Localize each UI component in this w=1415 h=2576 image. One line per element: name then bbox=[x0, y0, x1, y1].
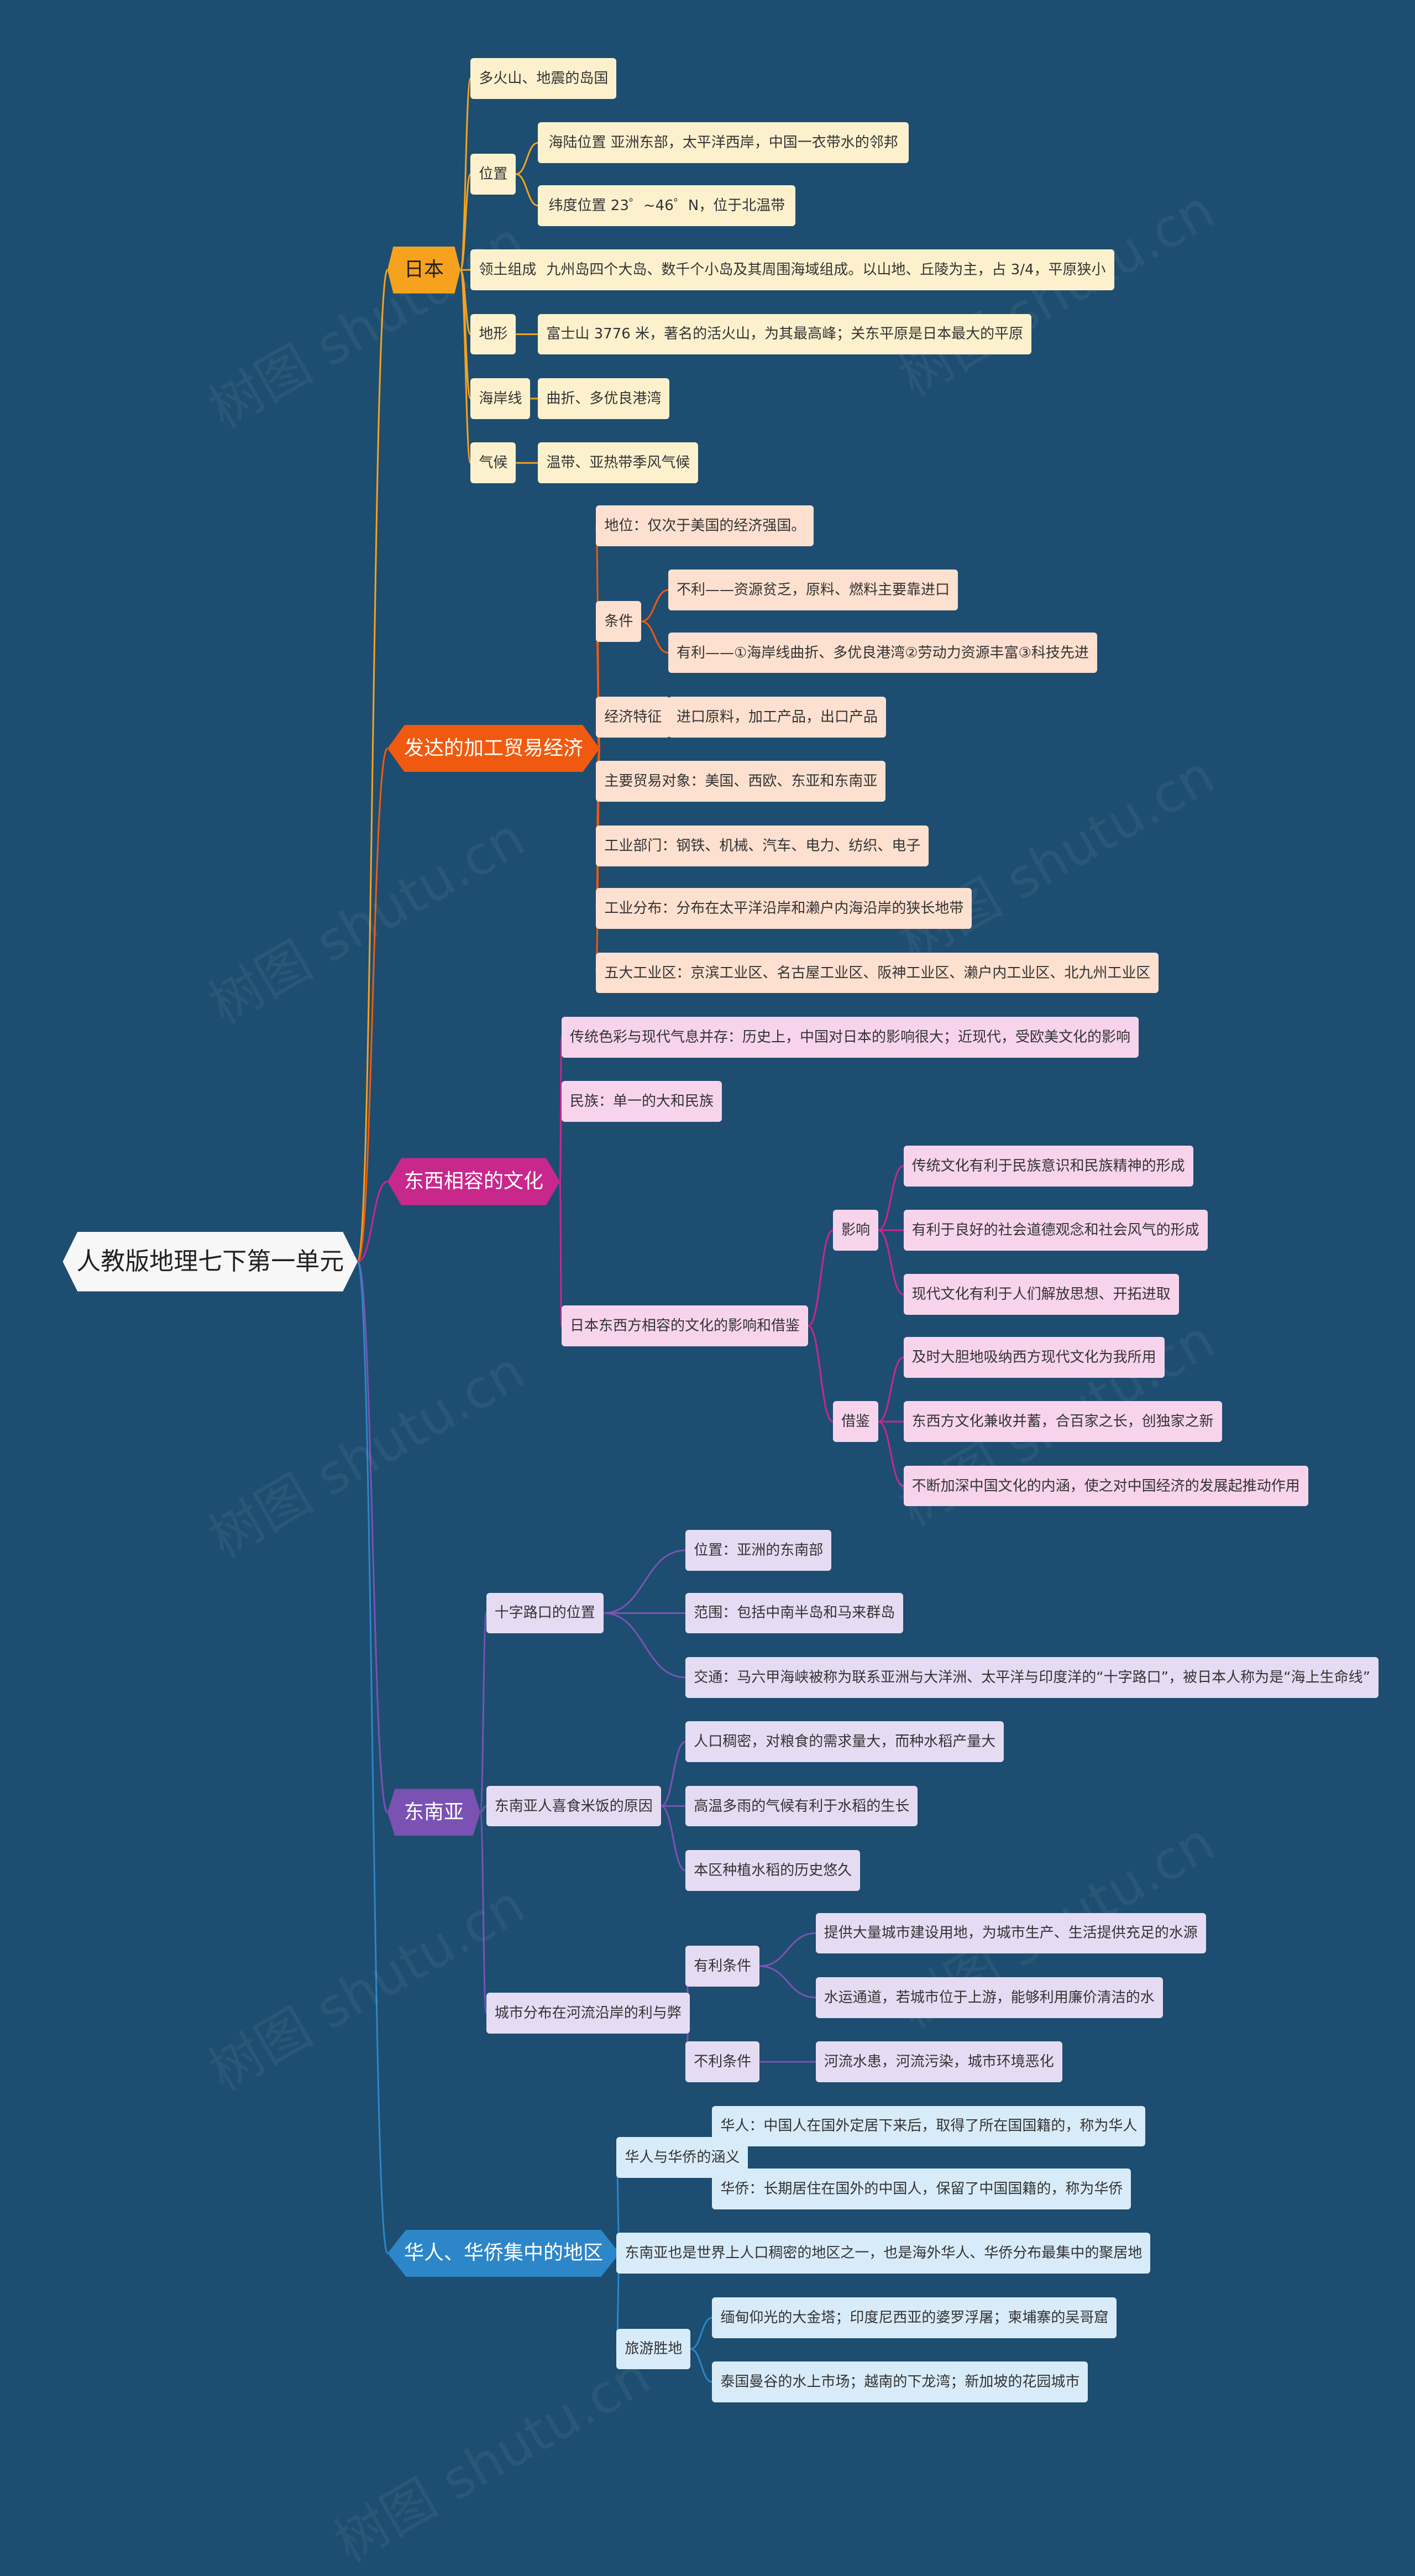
connector-line bbox=[603, 1549, 686, 1614]
subtopic[interactable]: 领土组成 bbox=[470, 249, 545, 291]
connector-line bbox=[661, 1805, 686, 1872]
subtopic[interactable]: 东南亚也是世界上人口稠密的地区之一，也是海外华人、华侨分布最集中的聚居地 bbox=[616, 2233, 1151, 2274]
connector-line bbox=[808, 1229, 834, 1327]
connector-line bbox=[878, 1165, 904, 1231]
connector-line bbox=[357, 748, 389, 1263]
connector-line bbox=[759, 1965, 816, 1999]
connector-line bbox=[459, 77, 471, 271]
detail-topic[interactable]: 缅甸仰光的大金塔；印度尼西亚的婆罗浮屠；柬埔寨的吴哥窟 bbox=[712, 2297, 1117, 2338]
detail-topic[interactable]: 不利——资源贫乏，原料、燃料主要靠进口 bbox=[668, 569, 958, 610]
subtopic[interactable]: 多火山、地震的岛国 bbox=[470, 58, 617, 99]
connector-line bbox=[479, 1811, 488, 2014]
detail-topic[interactable]: 位置：亚洲的东南部 bbox=[685, 1530, 832, 1571]
main-topic-4[interactable]: 东南亚 bbox=[387, 1789, 480, 1836]
leaf-topic[interactable]: 水运通道，若城市位于上游，能够利用廉价清洁的水 bbox=[815, 1977, 1163, 2018]
detail-topic[interactable]: 借鉴 bbox=[832, 1401, 878, 1443]
subtopic[interactable]: 主要贸易对象：美国、西欧、东亚和东南亚 bbox=[596, 761, 886, 802]
subtopic[interactable]: 工业分布：分布在太平洋沿岸和濑户内海沿岸的狭长地带 bbox=[596, 888, 972, 929]
connector-line bbox=[878, 1356, 904, 1423]
subtopic[interactable]: 五大工业区：京滨工业区、名古屋工业区、阪神工业区、濑户内工业区、北九州工业区 bbox=[596, 952, 1159, 994]
connector-line bbox=[516, 142, 538, 175]
connector-line bbox=[690, 2317, 712, 2350]
leaf-topic[interactable]: 河流水患，河流污染，城市环境恶化 bbox=[815, 2041, 1062, 2083]
subtopic[interactable]: 海岸线 bbox=[470, 378, 531, 419]
subtopic[interactable]: 位置 bbox=[470, 154, 516, 195]
subtopic[interactable]: 条件 bbox=[596, 600, 642, 642]
detail-topic[interactable]: 泰国曼谷的水上市场；越南的下龙湾；新加坡的花园城市 bbox=[712, 2361, 1088, 2402]
subtopic[interactable]: 十字路口的位置 bbox=[486, 1592, 604, 1634]
detail-topic[interactable]: 进口原料，加工产品，出口产品 bbox=[668, 697, 886, 738]
detail-topic[interactable]: 温带、亚热带季风气候 bbox=[538, 442, 699, 484]
detail-topic[interactable]: 范围：包括中南半岛和马来群岛 bbox=[685, 1592, 904, 1634]
leaf-topic[interactable]: 及时大胆地吸纳西方现代文化为我所用 bbox=[903, 1336, 1165, 1378]
connector-line bbox=[808, 1325, 834, 1423]
main-topic-1[interactable]: 日本 bbox=[387, 246, 460, 294]
connector-line bbox=[878, 1420, 904, 1487]
connector-line bbox=[690, 2348, 712, 2383]
main-topic-2[interactable]: 发达的加工贸易经济 bbox=[387, 725, 600, 772]
leaf-topic[interactable]: 传统文化有利于民族意识和民族精神的形成 bbox=[903, 1145, 1193, 1187]
connector-line bbox=[459, 269, 471, 464]
subtopic[interactable]: 地位：仅次于美国的经济强国。 bbox=[596, 505, 814, 546]
detail-topic[interactable]: 不利条件 bbox=[685, 2041, 760, 2083]
connector-line bbox=[641, 620, 669, 654]
detail-topic[interactable]: 富士山 3776 米，著名的活火山，为其最高峰；关东平原是日本最大的平原 bbox=[538, 313, 1032, 355]
connector-line bbox=[479, 1612, 488, 1814]
connector-line bbox=[357, 269, 389, 1263]
detail-topic[interactable]: 九州岛四个大岛、数千个小岛及其周围海域组成。以山地、丘陵为主，占 3/4，平原狭… bbox=[538, 249, 1114, 291]
leaf-topic[interactable]: 东西方文化兼收并蓄，合百家之长，创独家之新 bbox=[903, 1401, 1222, 1443]
main-topic-5[interactable]: 华人、华侨集中的地区 bbox=[387, 2229, 620, 2277]
subtopic[interactable]: 民族：单一的大和民族 bbox=[562, 1081, 722, 1122]
leaf-topic[interactable]: 有利于良好的社会道德观念和社会风气的形成 bbox=[903, 1210, 1208, 1251]
detail-topic[interactable]: 华人：中国人在国外定居下来后，取得了所在国国籍的，称为华人 bbox=[712, 2105, 1146, 2147]
connector-line bbox=[559, 1180, 563, 1327]
subtopic[interactable]: 旅游胜地 bbox=[616, 2328, 691, 2370]
subtopic[interactable]: 气候 bbox=[470, 442, 516, 484]
connector-line bbox=[357, 1261, 389, 1814]
connector-line bbox=[559, 1100, 563, 1183]
detail-topic[interactable]: 海陆位置 亚洲东部，太平洋西岸，中国一衣带水的邻邦 bbox=[538, 122, 909, 164]
subtopic[interactable]: 传统色彩与现代气息并存：历史上，中国对日本的影响很大；近现代，受欧美文化的影响 bbox=[562, 1017, 1139, 1058]
leaf-topic[interactable]: 不断加深中国文化的内涵，使之对中国经济的发展起推动作用 bbox=[903, 1465, 1308, 1507]
connector-line bbox=[759, 1932, 816, 1967]
subtopic[interactable]: 地形 bbox=[470, 313, 516, 355]
connector-line bbox=[641, 589, 669, 623]
subtopic[interactable]: 工业部门：钢铁、机械、汽车、电力、纺织、电子 bbox=[596, 825, 929, 866]
connector-line bbox=[357, 1180, 388, 1263]
detail-topic[interactable]: 有利条件 bbox=[685, 1946, 760, 1987]
detail-topic[interactable]: 本区种植水稻的历史悠久 bbox=[685, 1850, 861, 1891]
connector-line bbox=[459, 173, 471, 271]
leaf-topic[interactable]: 现代文化有利于人们解放思想、开拓进取 bbox=[903, 1274, 1179, 1315]
subtopic[interactable]: 东南亚人喜食米饭的原因 bbox=[486, 1785, 661, 1827]
subtopic[interactable]: 经济特征 bbox=[596, 697, 670, 738]
detail-topic[interactable]: 影响 bbox=[832, 1210, 878, 1251]
detail-topic[interactable]: 高温多雨的气候有利于水稻的生长 bbox=[685, 1785, 918, 1827]
subtopic[interactable]: 城市分布在河流沿岸的利与弊 bbox=[486, 1993, 690, 2034]
detail-topic[interactable]: 交通：马六甲海峡被称为联系亚洲与大洋洲、太平洋与印度洋的“十字路口”，被日本人称… bbox=[685, 1657, 1379, 1698]
leaf-topic[interactable]: 提供大量城市建设用地，为城市生产、生活提供充足的水源 bbox=[815, 1913, 1206, 1954]
root-topic[interactable]: 人教版地理七下第一单元 bbox=[62, 1231, 358, 1292]
connector-line bbox=[661, 1741, 686, 1807]
main-topic-3[interactable]: 东西相容的文化 bbox=[387, 1158, 560, 1205]
subtopic[interactable]: 日本东西方相容的文化的影响和借鉴 bbox=[562, 1305, 808, 1346]
detail-topic[interactable]: 曲折、多优良港湾 bbox=[538, 378, 670, 419]
connector-line bbox=[878, 1229, 904, 1295]
detail-topic[interactable]: 人口稠密，对粮食的需求量大，而种水稻产量大 bbox=[685, 1721, 1004, 1763]
detail-topic[interactable]: 华侨：长期居住在国外的中国人，保留了中国国籍的，称为华侨 bbox=[712, 2169, 1131, 2209]
connector-line bbox=[357, 1261, 389, 2254]
detail-topic[interactable]: 纬度位置 23゜~46゜N，位于北温带 bbox=[538, 185, 796, 226]
connector-line bbox=[603, 1612, 686, 1679]
connector-line bbox=[516, 173, 538, 207]
detail-topic[interactable]: 有利——①海岸线曲折、多优良港湾②劳动力资源丰富③科技先进 bbox=[668, 632, 1097, 673]
